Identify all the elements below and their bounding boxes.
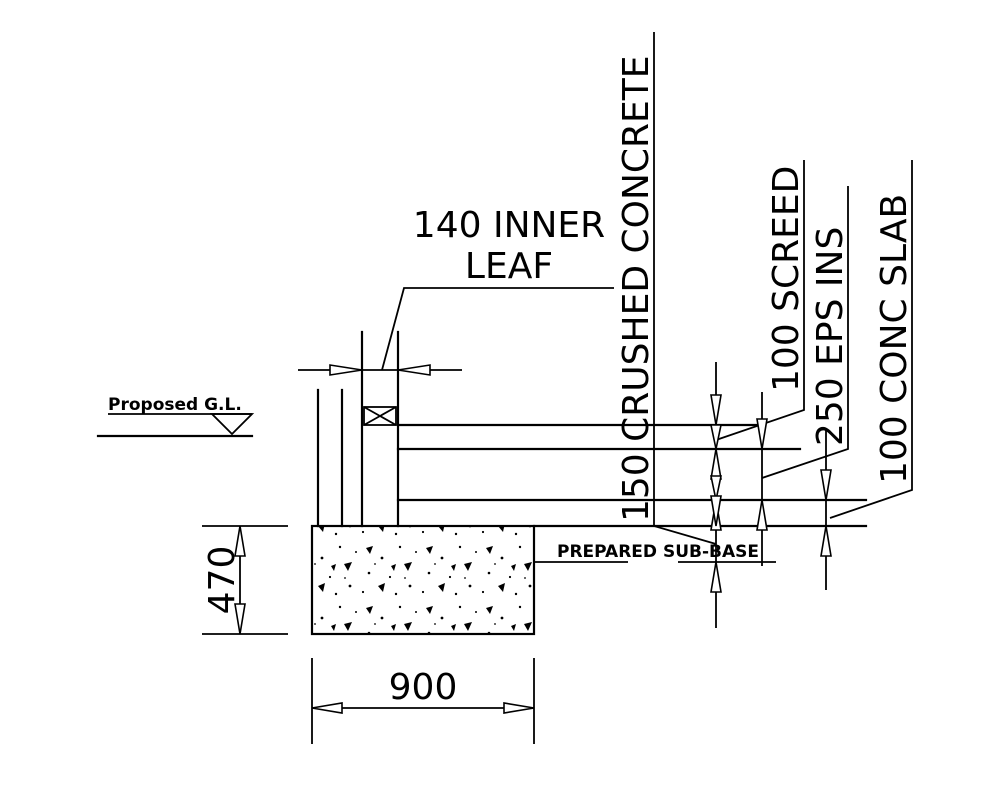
eps-ins-label: 250 EPS INS — [810, 227, 851, 446]
conc-slab-leader — [829, 160, 913, 519]
prepared-subbase-label: PREPARED SUB-BASE — [557, 542, 759, 562]
footing-depth-label: 470 — [202, 546, 243, 615]
layer-dimension-screed-crushed — [710, 362, 722, 628]
footing — [310, 524, 536, 636]
footing-width-label: 900 — [389, 667, 458, 708]
screed-label: 100 SCREED — [766, 166, 807, 392]
layer-dimension-eps — [756, 392, 768, 566]
footing-width-dimension — [311, 658, 535, 744]
inner-leaf-label-line1: 140 INNER — [413, 205, 605, 246]
screed-leader — [715, 160, 805, 441]
ground-level-marker — [96, 413, 255, 438]
floor-layers — [396, 423, 868, 528]
inner-leaf-label-line2: LEAF — [465, 246, 553, 287]
footing-depth-dimension — [202, 525, 288, 635]
proposed-gl-label: Proposed G.L. — [108, 395, 242, 415]
crushed-concrete-leader — [653, 32, 717, 545]
layer-dimension-slab — [820, 428, 832, 590]
crushed-concrete-label: 150 CRUSHED CONCRETE — [616, 55, 657, 522]
conc-slab-label: 100 CONC SLAB — [874, 194, 915, 484]
wall — [316, 330, 400, 528]
inner-leaf-dimension — [298, 287, 614, 376]
eps-leader — [761, 186, 849, 479]
